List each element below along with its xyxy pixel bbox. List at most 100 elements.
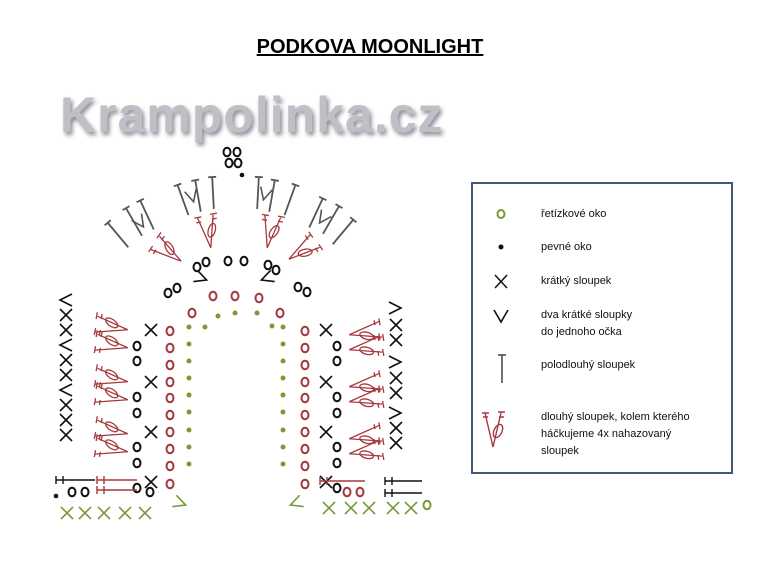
chain-stitch (132, 407, 142, 419)
chain-stitch (300, 325, 310, 337)
single-crochet (389, 371, 403, 385)
increase (58, 338, 73, 352)
single-crochet (404, 501, 418, 515)
single-crochet (319, 475, 333, 489)
long-stitch (348, 422, 385, 445)
chain-stitch (132, 355, 142, 367)
single-crochet (59, 308, 73, 322)
slip-stitch (186, 341, 192, 347)
single-crochet (144, 375, 158, 389)
slip-stitch (280, 392, 286, 398)
chain-stitch (300, 409, 310, 421)
long-stitch (93, 330, 129, 354)
chain-stitch (300, 460, 310, 472)
increase (259, 269, 275, 283)
slip-stitch (280, 341, 286, 347)
single-crochet (59, 323, 73, 337)
single-crochet (389, 318, 403, 332)
single-crochet (144, 323, 158, 337)
chain-stitch (254, 292, 264, 304)
chain-stitch (132, 457, 142, 469)
half-double-crochet (55, 476, 95, 484)
half-double-crochet (254, 175, 263, 210)
chain-stitch (230, 290, 240, 302)
slip-stitch (53, 493, 59, 499)
chain-stitch (239, 255, 249, 267)
single-crochet (144, 425, 158, 439)
increase (388, 406, 403, 420)
increase (58, 293, 73, 307)
single-crochet (319, 425, 333, 439)
single-crochet (59, 413, 73, 427)
slip-stitch (280, 444, 286, 450)
slip-stitch (202, 324, 208, 330)
page-title: PODKOVA MOONLIGHT (256, 36, 484, 58)
legend-label: krátký sloupek (541, 275, 612, 287)
legend: řetízkové oko pevné oko krátký sloupek d… (471, 182, 733, 474)
increase (184, 188, 198, 204)
chain-stitch (332, 407, 342, 419)
chain-stitch (300, 392, 310, 404)
chain-stitch (342, 486, 352, 498)
single-crochet (59, 428, 73, 442)
single-crochet-icon (494, 274, 508, 289)
long-stitch (348, 437, 385, 460)
half-double-crochet (319, 477, 365, 485)
slip-stitch (186, 324, 192, 330)
long-stitch (93, 434, 129, 458)
chain-stitch (300, 443, 310, 455)
increase (193, 269, 209, 283)
slip-stitch (269, 323, 275, 329)
chain-stitch (165, 376, 175, 388)
single-crochet (59, 398, 73, 412)
chain-stitch (232, 146, 242, 158)
half-double-crochet (283, 182, 300, 216)
chain-stitch (132, 482, 142, 494)
chain-stitch (300, 342, 310, 354)
chain-stitch (332, 457, 342, 469)
long-stitch (93, 364, 129, 388)
chain-stitch (201, 256, 211, 268)
chain-stitch (165, 409, 175, 421)
increase (318, 209, 332, 225)
chain-stitch (165, 325, 175, 337)
single-crochet (362, 501, 376, 515)
half-double-crochet (96, 476, 137, 484)
chain-stitch (300, 478, 310, 490)
long-stitch (93, 382, 129, 406)
increase-icon (493, 309, 509, 324)
half-double-crochet (308, 195, 327, 228)
chain-stitch (165, 426, 175, 438)
chain-stitch (192, 261, 202, 273)
slip-stitch (186, 444, 192, 450)
chain-stitch (332, 391, 342, 403)
single-crochet (389, 386, 403, 400)
legend-label: polodlouhý sloupek (541, 359, 636, 371)
chain-stitch (223, 255, 233, 267)
increase (172, 494, 188, 508)
half-double-crochet (268, 178, 279, 212)
long-stitch (93, 312, 129, 336)
slip-stitch (186, 358, 192, 364)
single-crochet (59, 368, 73, 382)
chain-stitch (422, 499, 432, 511)
slip-stitch (186, 427, 192, 433)
half-double-crochet (384, 489, 422, 497)
single-crochet (386, 501, 400, 515)
long-stitch (288, 231, 324, 260)
chain-stitch (165, 359, 175, 371)
chain-stitch (271, 264, 281, 276)
slip-stitch (186, 461, 192, 467)
long-stitch (194, 212, 217, 249)
chain-stitch (300, 359, 310, 371)
increase (58, 383, 73, 397)
increase (288, 494, 304, 508)
increase (388, 301, 403, 315)
slip-stitch (280, 375, 286, 381)
half-double-crochet (96, 486, 137, 494)
chain-stitch (208, 290, 218, 302)
half-double-crochet (173, 182, 190, 216)
chain-stitch (165, 342, 175, 354)
